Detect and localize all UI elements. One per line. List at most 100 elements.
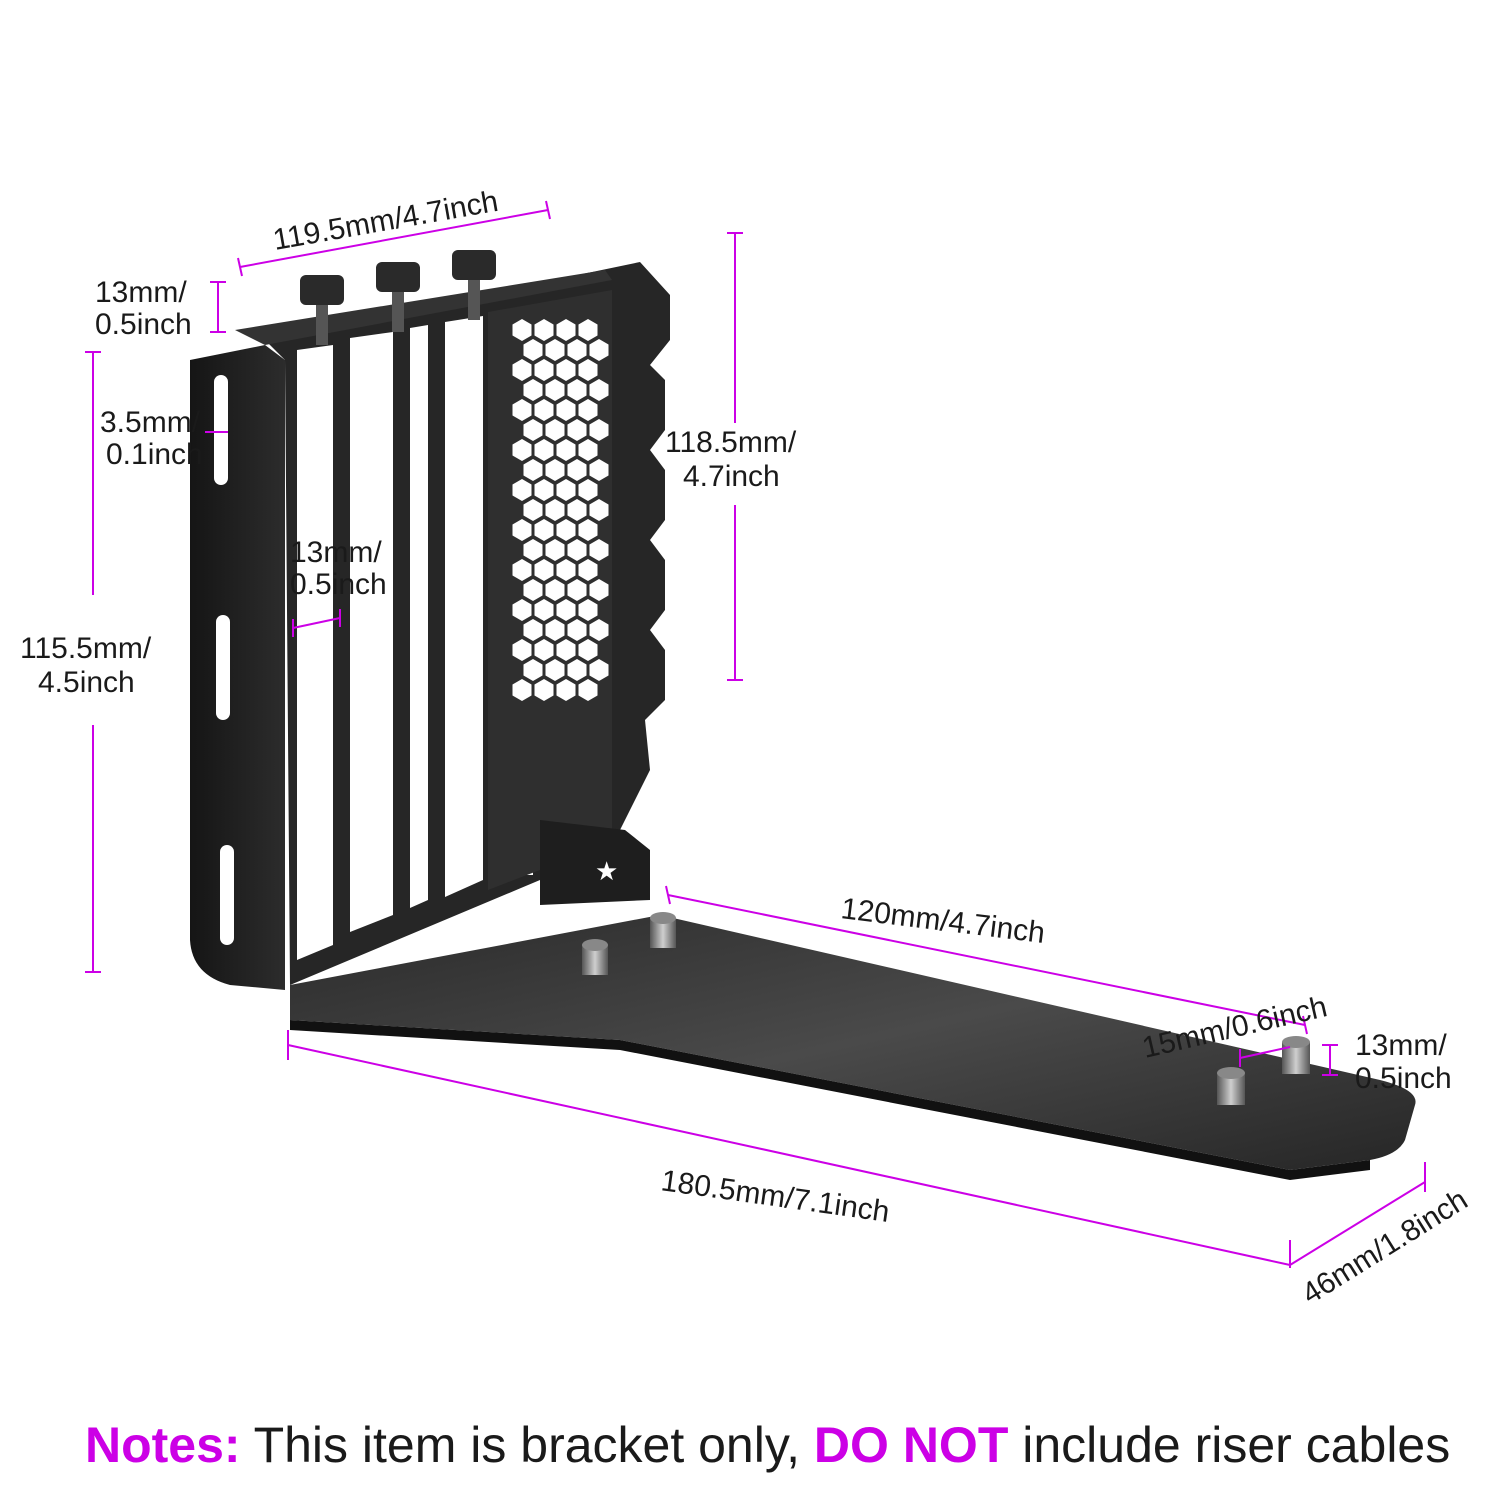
vent-hole: [567, 619, 587, 641]
vent-hole: [567, 419, 587, 441]
vent-hole: [578, 679, 598, 701]
dim-arm-length: 120mm/4.7inch: [839, 892, 1047, 950]
vent-hole: [534, 599, 554, 621]
dim-gap-line1: 13mm/: [290, 536, 382, 569]
dim-screw-height-line1: 13mm/: [95, 276, 187, 309]
thumbscrew-2: [376, 262, 420, 332]
vent-hole: [556, 559, 576, 581]
notes-text-2: include riser cables: [1008, 1417, 1450, 1473]
pci-slot-2: [350, 332, 393, 932]
vent-hole: [523, 539, 543, 561]
base-arm: [290, 915, 1416, 1170]
corner-gusset: [540, 820, 650, 905]
dim-slot-width-line1: 3.5mm/: [100, 406, 201, 439]
vent-hole: [534, 559, 554, 581]
pci-slot-3: [410, 325, 428, 908]
vent-hole: [556, 519, 576, 541]
vent-hole: [512, 519, 532, 541]
vent-hole: [578, 599, 598, 621]
vent-hole: [512, 479, 532, 501]
thumbscrew-1: [300, 275, 344, 345]
vent-hole: [556, 319, 576, 341]
vent-hole: [567, 659, 587, 681]
standoff-4: [1282, 1036, 1310, 1074]
vent-hole: [512, 359, 532, 381]
vent-hole: [578, 359, 598, 381]
vent-hole: [578, 399, 598, 421]
vent-hole: [578, 639, 598, 661]
vent-hole: [523, 379, 543, 401]
vent-honeycomb: [512, 319, 609, 701]
side-slot-mid: [216, 615, 230, 720]
vent-hole: [567, 459, 587, 481]
dim-total-length: 180.5mm/7.1inch: [659, 1164, 891, 1229]
dim-gap-line2: 0.5inch: [290, 568, 387, 601]
base-arm-edge: [290, 1020, 1370, 1180]
vent-hole: [589, 339, 609, 361]
vent-hole: [556, 439, 576, 461]
dim-bracket-height-line2: 4.5inch: [38, 666, 135, 699]
vent-hole: [534, 679, 554, 701]
vent-hole: [512, 439, 532, 461]
vent-hole: [545, 379, 565, 401]
star-icon: ★: [595, 857, 618, 887]
vent-hole: [578, 559, 598, 581]
pci-slot-4: [445, 316, 483, 897]
vent-hole: [512, 599, 532, 621]
vent-hole: [567, 499, 587, 521]
vent-hole: [545, 419, 565, 441]
vent-hole: [545, 539, 565, 561]
vent-hole: [567, 539, 587, 561]
side-plate: [190, 345, 285, 990]
notes-label: Notes:: [85, 1417, 241, 1473]
vent-hole: [523, 659, 543, 681]
side-slot-top: [214, 375, 228, 485]
vent-hole: [512, 559, 532, 581]
vent-hole: [556, 639, 576, 661]
vent-hole: [545, 459, 565, 481]
vent-hole: [556, 399, 576, 421]
vent-hole: [534, 359, 554, 381]
dim-pci-height-line2: 4.7inch: [683, 460, 780, 493]
vent-hole: [545, 339, 565, 361]
vent-hole: [556, 599, 576, 621]
dim-screw-height-line2: 0.5inch: [95, 308, 192, 341]
vent-hole: [512, 679, 532, 701]
side-slot-bottom: [220, 845, 234, 945]
vent-hole: [534, 639, 554, 661]
vent-hole: [578, 479, 598, 501]
vent-hole: [512, 319, 532, 341]
vent-hole: [534, 439, 554, 461]
vent-hole: [534, 479, 554, 501]
standoff-3: [1217, 1067, 1245, 1105]
vent-hole: [556, 479, 576, 501]
vent-hole: [523, 419, 543, 441]
vent-hole: [523, 499, 543, 521]
vent-hole: [523, 579, 543, 601]
vent-hole: [589, 619, 609, 641]
vent-hole: [523, 339, 543, 361]
dim-pci-height-line1: 118.5mm/: [665, 426, 797, 459]
vent-hole: [567, 579, 587, 601]
vent-hole: [523, 619, 543, 641]
vent-hole: [589, 459, 609, 481]
vent-hole: [556, 679, 576, 701]
dim-depth: 46mm/1.8inch: [1296, 1183, 1473, 1311]
vent-hole: [534, 519, 554, 541]
vent-hole: [567, 379, 587, 401]
vent-hole: [589, 579, 609, 601]
vent-hole: [545, 579, 565, 601]
vent-hole: [578, 519, 598, 541]
dim-bracket-height-line1: 115.5mm/: [20, 632, 152, 665]
vent-hole: [512, 639, 532, 661]
vent-hole: [589, 539, 609, 561]
dim-slot-width-line2: 0.1inch: [106, 438, 203, 471]
top-rail: [235, 270, 612, 345]
vent-hole: [545, 619, 565, 641]
vent-hole: [567, 339, 587, 361]
notes-text-1: This item is bracket only,: [241, 1417, 814, 1473]
vent-hole: [578, 439, 598, 461]
vent-hole: [589, 419, 609, 441]
vent-hole: [534, 399, 554, 421]
